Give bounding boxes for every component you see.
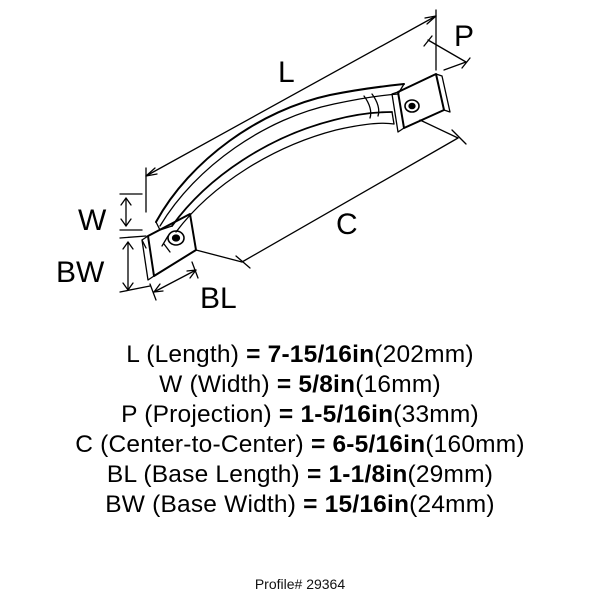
dimension-line-P: [423, 35, 471, 71]
specification-list: L (Length) = 7-15/16in(202mm) W (Width) …: [0, 340, 600, 520]
spec-name: (Length): [146, 341, 240, 368]
spec-length: L (Length) = 7-15/16in(202mm): [0, 340, 600, 370]
label-L: L: [278, 56, 295, 89]
spec-imperial: 5/8in: [298, 371, 356, 398]
spec-metric: (29mm): [407, 461, 494, 488]
dimension-line-L: [145, 9, 437, 213]
spec-name: (Center-to-Center): [100, 431, 304, 458]
spec-imperial: 15/16in: [324, 491, 410, 518]
dimension-line-W: [119, 193, 143, 231]
spec-imperial: 1-1/8in: [328, 461, 408, 488]
spec-code: L: [126, 341, 140, 368]
spec-base-length: BL (Base Length) = 1-1/8in(29mm): [0, 460, 600, 490]
spec-code: W: [159, 371, 183, 398]
spec-equals: =: [306, 461, 322, 488]
spec-metric: (202mm): [374, 341, 474, 368]
spec-equals: =: [246, 341, 261, 368]
spec-equals: =: [276, 371, 292, 398]
spec-equals: =: [310, 431, 326, 458]
profile-number: Profile# 29364: [254, 576, 346, 592]
spec-equals: =: [303, 491, 318, 518]
spec-center-to-center: C (Center-to-Center) = 6-5/16in(160mm): [0, 430, 600, 460]
handle-dimension-diagram: L P W C BW BL: [56, 9, 474, 315]
label-BW: BW: [56, 256, 105, 289]
spec-code: BW: [105, 491, 146, 518]
spec-name: (Width): [189, 371, 270, 398]
spec-code: P: [121, 401, 138, 428]
spec-code: C: [75, 431, 94, 458]
spec-imperial: 1-5/16in: [300, 401, 394, 428]
label-C: C: [336, 208, 358, 241]
label-BL: BL: [200, 282, 237, 315]
spec-projection: P (Projection) = 1-5/16in(33mm): [0, 400, 600, 430]
spec-width: W (Width) = 5/8in(16mm): [0, 370, 600, 400]
spec-metric: (33mm): [393, 401, 479, 428]
spec-metric: (24mm): [409, 491, 495, 518]
spec-base-width: BW (Base Width) = 15/16in(24mm): [0, 490, 600, 520]
spec-name: (Base Width): [152, 491, 297, 518]
dimension-line-BW: [119, 235, 151, 293]
spec-name: (Base Length): [143, 461, 300, 488]
label-P: P: [454, 20, 474, 53]
label-W: W: [78, 204, 107, 237]
cabinet-pull-drawing: [141, 73, 451, 281]
spec-metric: (16mm): [355, 371, 441, 398]
spec-code: BL: [106, 461, 137, 488]
spec-name: (Projection): [144, 401, 272, 428]
dimension-line-C: [195, 119, 467, 269]
dimension-line-BL: [149, 261, 199, 301]
spec-imperial: 6-5/16in: [332, 431, 426, 458]
spec-equals: =: [278, 401, 294, 428]
spec-imperial: 7-15/16in: [267, 341, 375, 368]
spec-metric: (160mm): [425, 431, 525, 458]
